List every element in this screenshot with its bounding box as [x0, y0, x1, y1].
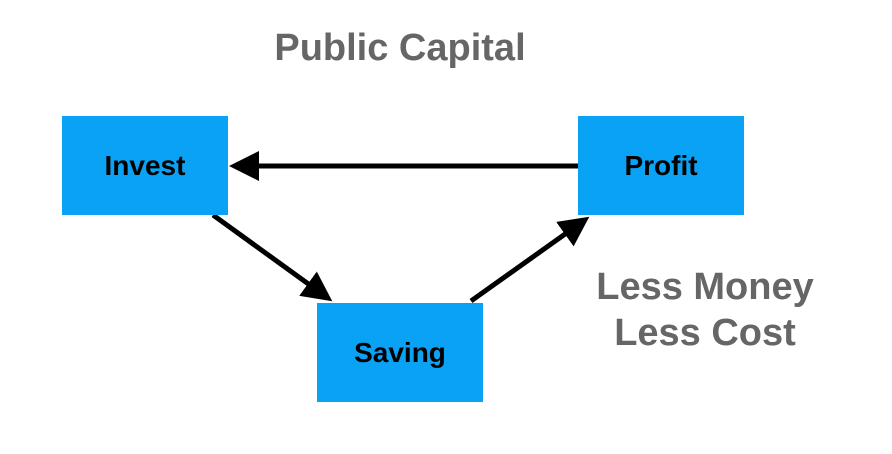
node-invest: Invest: [62, 116, 228, 215]
arrow-saving-to-profit: [469, 216, 590, 304]
side-note-line-1: Less Money: [596, 266, 814, 308]
node-saving: Saving: [317, 303, 483, 402]
node-profit-label: Profit: [624, 149, 698, 181]
node-profit: Profit: [578, 116, 744, 215]
node-saving-label: Saving: [354, 336, 446, 368]
side-note-line-2: Less Cost: [614, 311, 796, 354]
diagram-title: Public Capital: [274, 27, 526, 69]
node-invest-label: Invest: [104, 149, 186, 181]
side-note: Less Money Less Cost: [575, 265, 835, 356]
arrow-invest-to-saving: [211, 212, 333, 302]
